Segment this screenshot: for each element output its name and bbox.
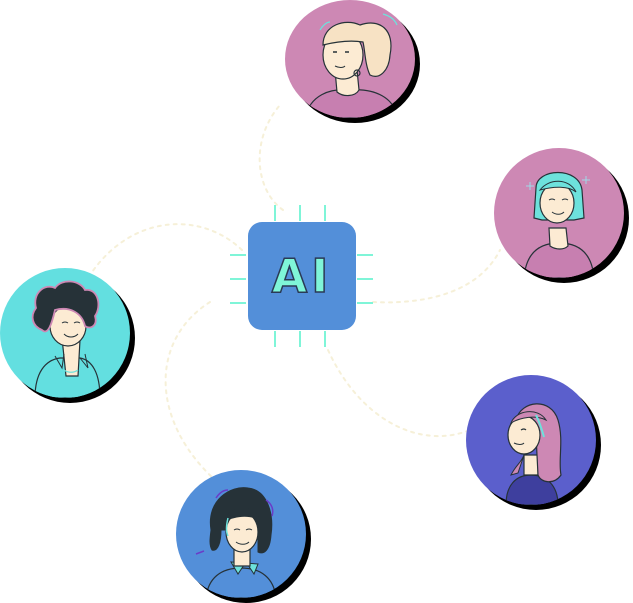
connector-right-upper [372, 249, 501, 304]
chip-pin [299, 331, 301, 347]
avatar-right-lower [466, 375, 596, 505]
chip-pin [324, 205, 326, 221]
avatar-bottom [176, 470, 306, 598]
connector-bottom [164, 301, 216, 481]
person-curly-hair-icon [31, 280, 101, 398]
chip-pin [357, 302, 373, 304]
chip-pin [324, 331, 326, 347]
avatar-left [0, 268, 130, 398]
chip-pin [274, 205, 276, 221]
chip-pin [357, 254, 373, 256]
person-ponytail-icon [304, 13, 398, 118]
avatar-right-upper [494, 148, 624, 278]
ai-chip: AI [248, 222, 356, 330]
person-bob-hair-icon [195, 487, 277, 598]
connector-top [258, 104, 284, 211]
connector-left [89, 223, 243, 276]
avatar-top [285, 0, 415, 118]
chip-pin [230, 254, 246, 256]
chip-pin [299, 205, 301, 221]
person-pink-hair-icon [505, 403, 562, 505]
chip-pin [230, 278, 246, 280]
chip-pin [230, 302, 246, 304]
connector-right-lower [327, 349, 471, 438]
chip-pin [274, 331, 276, 347]
ai-chip-label: AI [271, 249, 333, 303]
chip-pin [357, 278, 373, 280]
person-teal-hair-icon [523, 171, 595, 278]
